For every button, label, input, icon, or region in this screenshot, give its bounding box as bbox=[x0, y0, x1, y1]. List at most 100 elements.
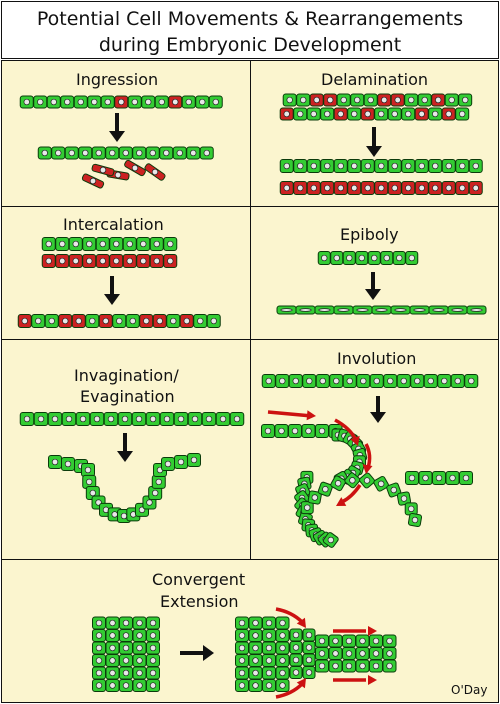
green-cell bbox=[302, 641, 316, 654]
green-cell bbox=[306, 107, 321, 121]
green-cell bbox=[235, 629, 249, 642]
red-cell bbox=[428, 181, 443, 195]
green-cell bbox=[423, 374, 438, 388]
green-cell bbox=[409, 305, 430, 315]
convergent-red-head-lower bbox=[368, 675, 377, 685]
green-cell bbox=[119, 616, 133, 630]
green-cell bbox=[350, 93, 365, 107]
green-cell bbox=[92, 641, 106, 655]
green-cell bbox=[359, 472, 375, 489]
green-cell bbox=[401, 159, 416, 173]
green-cell bbox=[382, 634, 397, 648]
green-cell bbox=[392, 251, 406, 265]
green-cell bbox=[447, 305, 468, 315]
green-cell bbox=[405, 471, 419, 485]
green-cell bbox=[396, 374, 411, 388]
green-cell bbox=[146, 616, 160, 630]
green-cell bbox=[131, 412, 147, 426]
green-cell bbox=[355, 634, 370, 648]
involution-red-arrow-1 bbox=[267, 410, 313, 418]
title-line-1: Potential Cell Movements & Rearrangement… bbox=[36, 8, 464, 30]
green-cell bbox=[371, 305, 392, 315]
green-cell bbox=[367, 251, 381, 265]
green-cell bbox=[441, 159, 456, 173]
green-cell bbox=[315, 374, 330, 388]
green-cell bbox=[459, 471, 473, 485]
red-cell bbox=[136, 254, 151, 268]
green-cell bbox=[61, 412, 77, 426]
green-cell bbox=[146, 641, 160, 655]
green-cell bbox=[355, 647, 370, 660]
green-cell bbox=[81, 463, 95, 477]
green-cell bbox=[174, 455, 188, 469]
label-delamination: Delamination bbox=[321, 70, 429, 89]
green-cell bbox=[374, 159, 389, 173]
green-cell bbox=[193, 314, 208, 328]
green-cell bbox=[100, 95, 115, 109]
green-cell bbox=[315, 647, 329, 660]
green-cell bbox=[317, 481, 333, 497]
green-cell bbox=[328, 634, 343, 648]
green-cell bbox=[315, 634, 329, 648]
green-cell bbox=[322, 532, 339, 548]
green-cell bbox=[105, 666, 120, 680]
green-cell bbox=[289, 628, 303, 642]
green-cell bbox=[151, 474, 166, 489]
green-cell bbox=[31, 314, 46, 328]
green-cell bbox=[146, 654, 160, 667]
delamination-arrow-head bbox=[366, 146, 382, 157]
label-convergent-1: Convergent bbox=[152, 570, 246, 589]
green-cell bbox=[293, 107, 308, 121]
green-cell bbox=[119, 666, 133, 680]
red-cell bbox=[17, 314, 32, 328]
green-cell bbox=[275, 629, 290, 642]
green-cell bbox=[48, 455, 62, 469]
green-cell bbox=[154, 95, 169, 109]
green-cell bbox=[145, 412, 161, 426]
green-cell bbox=[146, 666, 160, 680]
green-cell bbox=[262, 679, 276, 692]
label-invagination-1: Invagination/ bbox=[74, 366, 179, 385]
label-invagination-2: Evagination bbox=[80, 387, 175, 406]
green-cell bbox=[347, 159, 362, 173]
green-cell bbox=[33, 95, 48, 109]
green-cell bbox=[282, 93, 297, 107]
green-cell bbox=[390, 305, 411, 315]
green-cell bbox=[410, 374, 425, 388]
green-cell bbox=[320, 159, 335, 173]
red-cell bbox=[152, 314, 167, 328]
green-cell bbox=[187, 453, 201, 467]
green-cell bbox=[396, 491, 412, 506]
red-cell bbox=[41, 254, 56, 268]
green-cell bbox=[159, 146, 174, 160]
red-cell bbox=[414, 181, 429, 195]
red-cell bbox=[163, 254, 178, 268]
green-cell bbox=[261, 424, 275, 438]
involution-red-head-2 bbox=[350, 435, 360, 446]
involution-arrow-head bbox=[370, 412, 386, 423]
green-cell bbox=[122, 237, 137, 251]
green-cell bbox=[187, 412, 203, 426]
green-cell bbox=[132, 641, 147, 655]
green-cell bbox=[275, 641, 290, 655]
green-cell bbox=[355, 251, 369, 265]
green-cell bbox=[235, 616, 249, 630]
label-ingression: Ingression bbox=[76, 70, 159, 89]
green-cell bbox=[146, 679, 160, 692]
green-cell bbox=[307, 490, 322, 505]
green-cell bbox=[355, 659, 370, 673]
green-cell bbox=[374, 107, 389, 121]
ingression-arrow-head bbox=[109, 131, 125, 142]
red-cell bbox=[124, 159, 146, 177]
green-cell bbox=[314, 305, 335, 315]
green-cell bbox=[47, 412, 63, 426]
red-cell bbox=[55, 254, 70, 268]
green-cell bbox=[125, 314, 140, 328]
green-cell bbox=[117, 412, 133, 426]
red-cell bbox=[431, 93, 446, 107]
green-cell bbox=[201, 412, 217, 426]
green-cell bbox=[215, 412, 231, 426]
green-cell bbox=[386, 482, 402, 498]
green-cell bbox=[275, 654, 290, 667]
green-cell bbox=[161, 457, 175, 471]
